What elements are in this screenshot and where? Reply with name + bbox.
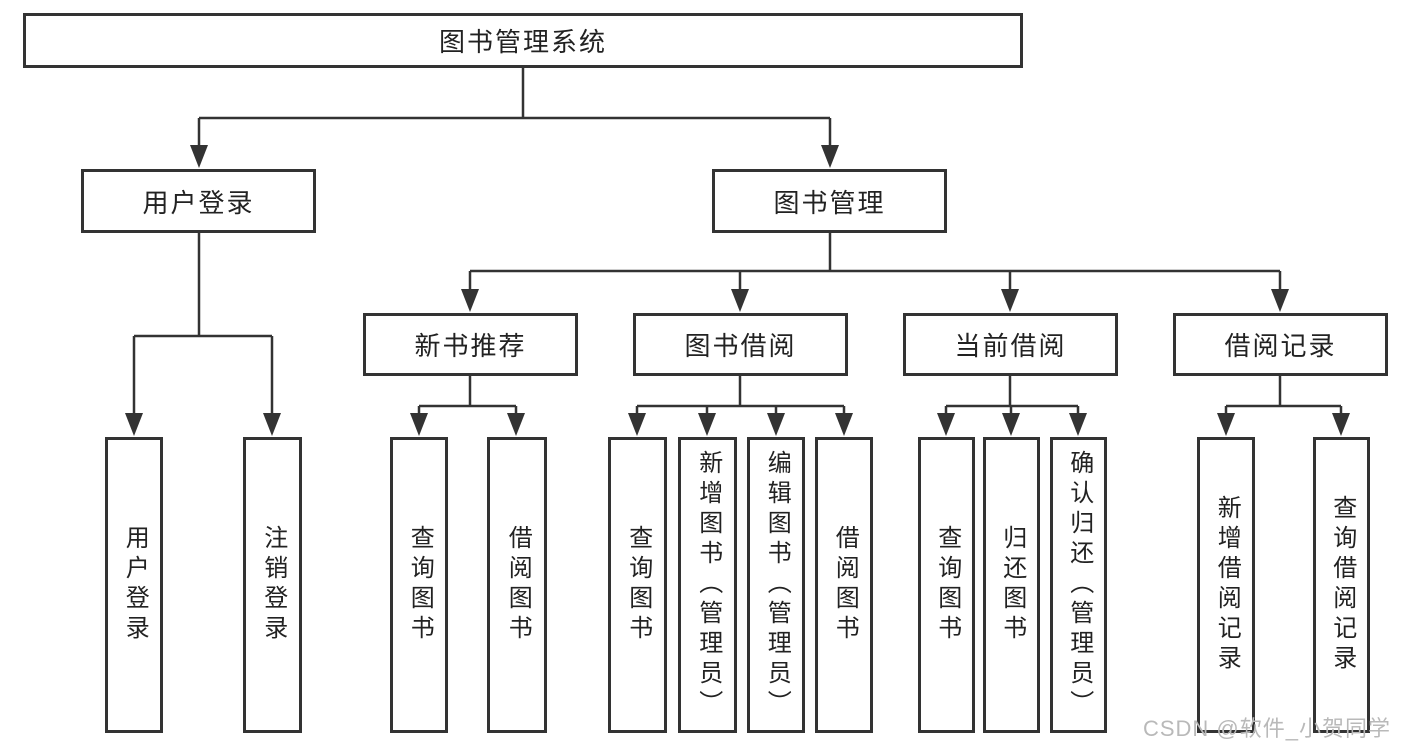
leaf-add-borrow-record: 新增借阅记录 bbox=[1197, 437, 1255, 733]
leaf-borrow-books: 借阅图书 bbox=[815, 437, 873, 733]
node-borrow-records-label: 借阅记录 bbox=[1224, 331, 1337, 361]
node-new-book-recommend: 新书推荐 bbox=[363, 313, 578, 376]
leaf-query-books-borrow-label: 查询图书 bbox=[624, 525, 652, 645]
node-book-management-label: 图书管理 bbox=[773, 187, 886, 218]
node-user-login: 用户登录 bbox=[81, 169, 316, 233]
edge-userlogin-to-leaves bbox=[132, 233, 274, 414]
node-book-borrow-label: 图书借阅 bbox=[684, 331, 797, 361]
node-root-label: 图书管理系统 bbox=[438, 27, 607, 57]
leaf-borrow-books-label: 借阅图书 bbox=[831, 525, 859, 645]
node-borrow-records: 借阅记录 bbox=[1173, 313, 1388, 376]
node-book-borrow: 图书借阅 bbox=[633, 313, 848, 376]
node-current-borrow-label: 当前借阅 bbox=[954, 331, 1067, 361]
leaf-confirm-return-admin: 确认归还（管理员） bbox=[1050, 437, 1107, 733]
leaf-user-login: 用户登录 bbox=[105, 437, 163, 733]
leaf-add-books-admin: 新增图书（管理员） bbox=[678, 437, 737, 733]
edge-bookborrow-to-leaves bbox=[635, 376, 846, 414]
leaf-logout: 注销登录 bbox=[243, 437, 302, 733]
arrowheads bbox=[125, 145, 1350, 436]
edge-borrowrecords-to-leaves bbox=[1224, 376, 1343, 414]
leaf-query-books-borrow: 查询图书 bbox=[608, 437, 667, 733]
leaf-user-login-label: 用户登录 bbox=[121, 525, 149, 645]
node-book-management: 图书管理 bbox=[712, 169, 947, 233]
watermark: CSDN @软件_小贺同学 bbox=[1142, 716, 1391, 741]
leaf-query-borrow-record-label: 查询借阅记录 bbox=[1328, 495, 1356, 675]
node-root-system: 图书管理系统 bbox=[23, 13, 1023, 68]
node-user-login-label: 用户登录 bbox=[142, 187, 255, 218]
edge-bookmgmt-to-level3 bbox=[468, 233, 1282, 290]
edge-root-to-level2 bbox=[197, 68, 832, 146]
node-new-book-recommend-label: 新书推荐 bbox=[414, 331, 527, 361]
edge-currentborrow-to-leaves bbox=[944, 376, 1080, 414]
edge-newbooks-to-leaves bbox=[417, 376, 518, 414]
node-current-borrow: 当前借阅 bbox=[903, 313, 1118, 376]
leaf-query-books-recommend-label: 查询图书 bbox=[406, 525, 434, 645]
leaf-edit-books-admin-label: 编辑图书（管理员） bbox=[763, 450, 791, 720]
leaf-query-books-current: 查询图书 bbox=[918, 437, 975, 733]
leaf-borrow-books-recommend-label: 借阅图书 bbox=[504, 525, 532, 645]
leaf-add-books-admin-label: 新增图书（管理员） bbox=[694, 450, 722, 720]
leaf-confirm-return-admin-label: 确认归还（管理员） bbox=[1065, 450, 1093, 720]
leaf-query-borrow-record: 查询借阅记录 bbox=[1313, 437, 1370, 733]
leaf-borrow-books-recommend: 借阅图书 bbox=[487, 437, 547, 733]
leaf-query-books-recommend: 查询图书 bbox=[390, 437, 448, 733]
leaf-add-borrow-record-label: 新增借阅记录 bbox=[1213, 495, 1241, 675]
leaf-edit-books-admin: 编辑图书（管理员） bbox=[747, 437, 805, 733]
leaf-logout-label: 注销登录 bbox=[259, 525, 287, 645]
leaf-return-books-label: 归还图书 bbox=[998, 525, 1026, 645]
leaf-return-books: 归还图书 bbox=[983, 437, 1040, 733]
leaf-query-books-current-label: 查询图书 bbox=[933, 525, 961, 645]
